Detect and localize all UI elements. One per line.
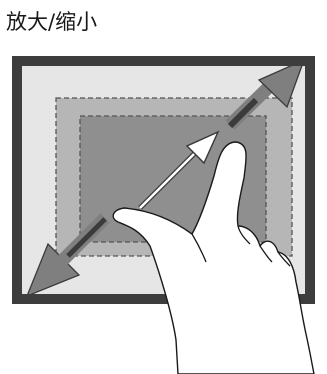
swipe-direction-arrow xyxy=(138,130,220,210)
hand-icon xyxy=(112,141,315,374)
double-headed-arrow-icon xyxy=(27,66,303,294)
page-title: 放大/缩小 xyxy=(6,10,98,34)
